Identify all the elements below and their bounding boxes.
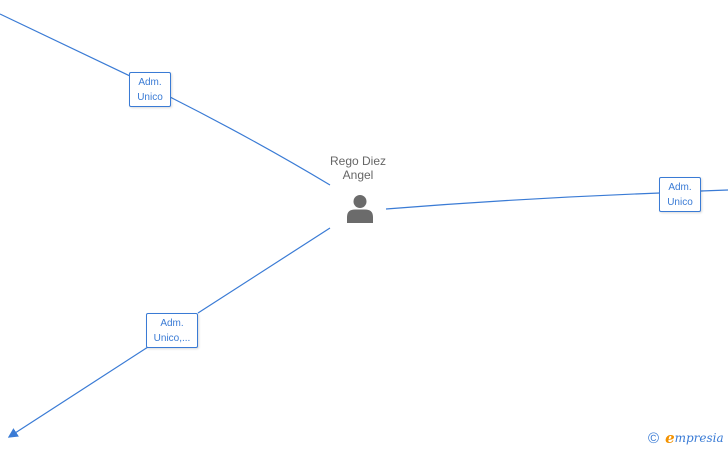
edge-label-right[interactable]: Adm. Unico (659, 177, 701, 212)
brand-logo: © e mpresia (648, 428, 724, 448)
center-node-name[interactable]: Rego Diez Angel (310, 154, 406, 182)
edge-label-role-line2: Unico (137, 92, 163, 103)
edge-line-top-left (0, 13, 331, 186)
center-node-name-line2: Angel (342, 168, 374, 182)
edge-label-role-line1: Adm. (160, 318, 184, 329)
edge-label-role-line1: Adm. (138, 77, 162, 88)
edge-label-role-line1: Adm. (668, 182, 692, 193)
edge-line-bottom-left (12, 227, 331, 435)
edge-label-role-line2: Unico (667, 197, 693, 208)
edge-label-role-line2: Unico,... (153, 333, 191, 344)
brand-logo-initial: e (665, 429, 675, 447)
person-icon[interactable] (345, 193, 375, 223)
brand-logo-text: mpresia (674, 431, 724, 445)
copyright-icon: © (648, 429, 660, 447)
edge-label-top-left[interactable]: Adm. Unico (129, 72, 171, 107)
edge-label-bottom-left[interactable]: Adm. Unico,... (146, 313, 198, 348)
center-node-name-line1: Rego Diez (329, 154, 387, 168)
edge-line-right (385, 189, 728, 210)
